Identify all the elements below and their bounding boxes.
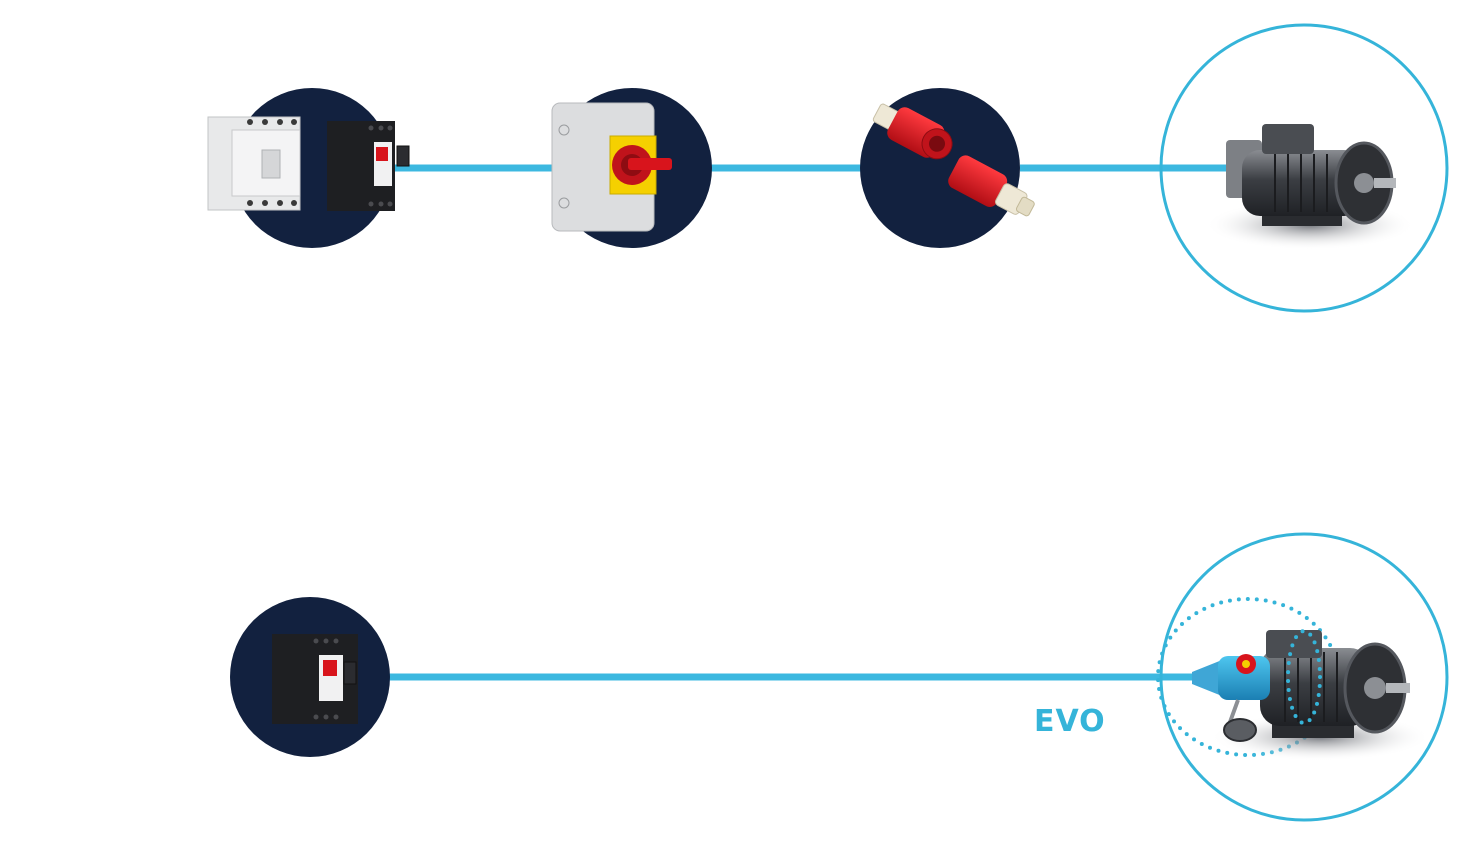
plug-and-socket-icon [860, 88, 1035, 248]
starter-icon [230, 597, 390, 757]
evo-label: EVO [1034, 704, 1106, 739]
isolator-switch-icon [551, 88, 712, 248]
motor-icon [1159, 23, 1449, 313]
breaker-and-starter-icon [207, 88, 410, 248]
motor-with-connector-icon [1156, 532, 1449, 822]
